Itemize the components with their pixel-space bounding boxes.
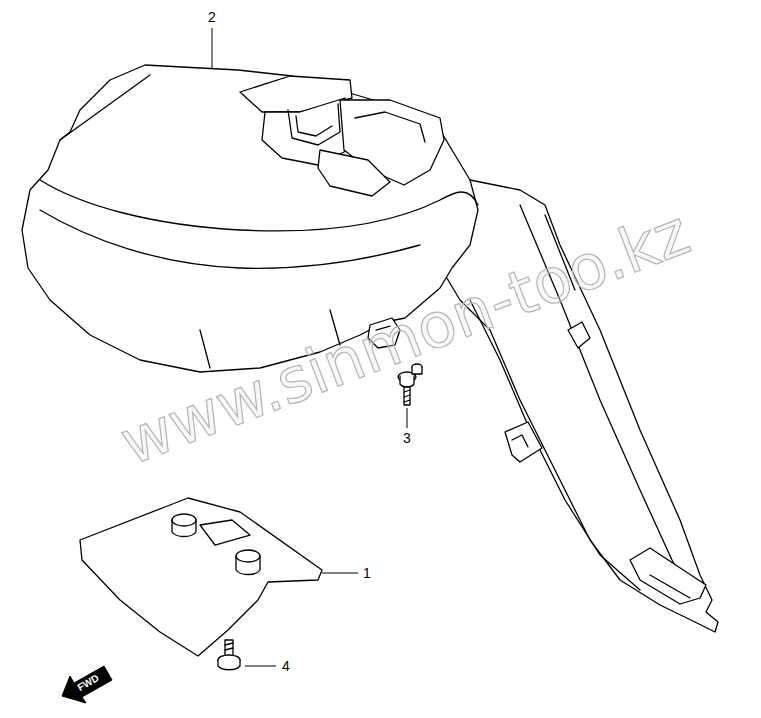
plate (80, 498, 322, 656)
callout-number: 3 (403, 431, 411, 445)
callout-number: 2 (208, 10, 216, 24)
screw (218, 640, 240, 670)
arm-hole (505, 422, 542, 462)
fwd-arrow (62, 666, 112, 703)
callout-number: 1 (363, 566, 371, 580)
plate-boss (172, 514, 196, 537)
plate-boss (236, 550, 260, 575)
mount-box (318, 150, 390, 196)
callout-number: 4 (282, 659, 290, 673)
arm-hole (568, 322, 590, 348)
direction-label: FWD (76, 673, 101, 693)
tail-bracket (630, 548, 706, 604)
